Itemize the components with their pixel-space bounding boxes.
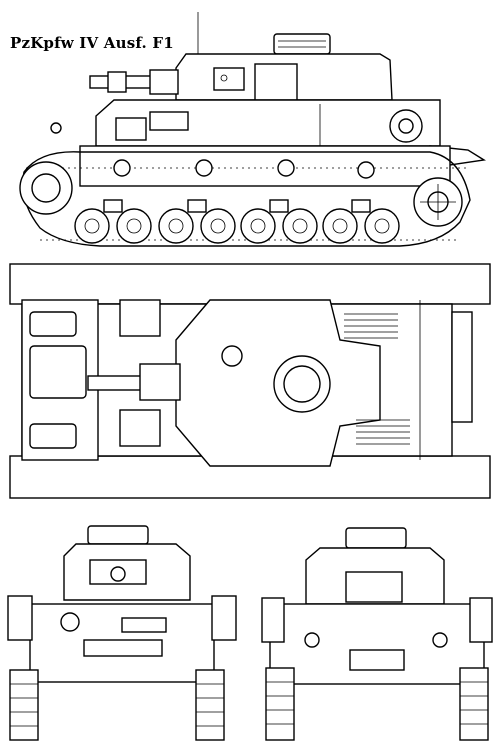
return-roller xyxy=(357,161,375,179)
vision-port xyxy=(213,67,245,91)
gun-mount xyxy=(149,69,179,95)
rear-light xyxy=(304,632,320,648)
return-roller xyxy=(195,159,213,177)
front-view xyxy=(7,525,237,741)
return-roller xyxy=(113,159,131,177)
road-wheels xyxy=(74,208,400,244)
top-view xyxy=(9,263,491,499)
rear-cupola xyxy=(345,527,407,549)
left-fender xyxy=(9,263,491,305)
rear-view xyxy=(261,527,493,741)
front-glacis xyxy=(83,639,163,657)
mantlet-top xyxy=(139,363,181,401)
rear-lower-track-left xyxy=(265,667,295,741)
engine-grilles xyxy=(344,313,410,445)
return-roller xyxy=(277,159,295,177)
rear-hull xyxy=(269,603,485,685)
commander-cupola xyxy=(273,33,331,55)
rear-stowage-bin xyxy=(345,571,403,603)
rear-light xyxy=(432,632,448,648)
hull-mg-port xyxy=(60,612,80,632)
vent-port xyxy=(221,345,243,367)
brake-hatch-left xyxy=(29,311,77,337)
rear-lower-track-right xyxy=(459,667,489,741)
front-lower-track-left xyxy=(9,669,39,741)
rear-exhaust-muffler xyxy=(349,649,405,671)
rear-plate-top xyxy=(451,311,473,423)
brake-hatch-right xyxy=(29,423,77,449)
suspension-bogie xyxy=(269,199,289,213)
gun-mantlet xyxy=(107,71,127,93)
front-track-right xyxy=(211,595,237,641)
hull-superstructure xyxy=(95,99,441,147)
turret-hatch-left xyxy=(119,299,161,337)
front-cupola xyxy=(87,525,149,545)
suspension-bogie xyxy=(103,199,123,213)
track xyxy=(22,151,471,247)
headlight xyxy=(50,122,62,134)
front-track-left xyxy=(7,595,33,641)
side-view xyxy=(19,12,486,247)
suspension-bogie xyxy=(187,199,207,213)
front-driver-visor xyxy=(121,617,167,633)
turret-side-hatch xyxy=(254,63,298,101)
front-lower-track-right xyxy=(195,669,225,741)
turret-hatch-right xyxy=(119,409,161,447)
front-hatch xyxy=(29,345,87,399)
stowage-box xyxy=(149,111,189,131)
front-gun-muzzle xyxy=(110,566,126,582)
rear-track-left xyxy=(261,597,285,643)
drawing-title: PzKpfw IV Ausf. F1 xyxy=(10,34,174,52)
rear-track-right xyxy=(469,597,493,643)
driver-visor xyxy=(115,117,147,141)
suspension-bogie xyxy=(351,199,371,213)
